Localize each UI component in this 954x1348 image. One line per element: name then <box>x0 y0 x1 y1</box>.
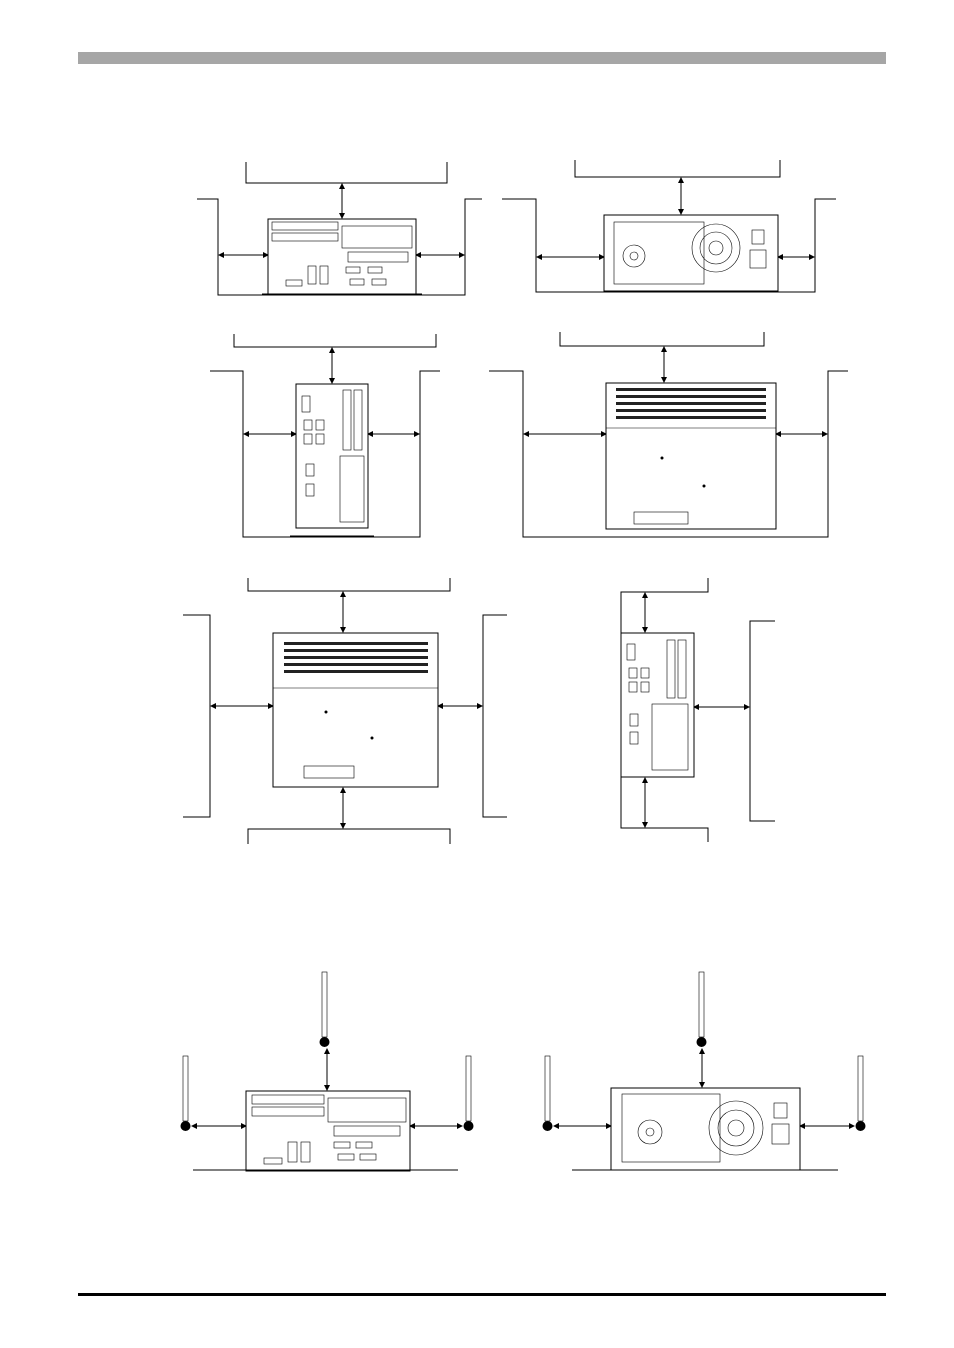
thermometer-icon <box>320 972 330 1047</box>
device-side-view <box>606 383 776 529</box>
figure-clearance-rear-desk <box>502 160 836 292</box>
device-panel-front-view <box>621 633 694 777</box>
device-panel-side-view <box>273 633 438 787</box>
thermometer-icon <box>856 1056 866 1131</box>
thermometer-icon <box>464 1056 474 1131</box>
thermometer-icon <box>697 972 707 1047</box>
figure-clearance-side-panel <box>183 578 507 844</box>
device-rear-view <box>604 215 778 291</box>
thermometer-icon <box>543 1056 553 1131</box>
figure-temperature-rear <box>543 972 866 1170</box>
device-tower-front-view <box>290 384 374 536</box>
figure-clearance-side-wall <box>489 332 848 537</box>
device-rear-view <box>611 1088 800 1170</box>
thermometer-icon <box>181 1056 191 1131</box>
figure-clearance-front-panel <box>621 578 775 842</box>
device-front-view <box>262 219 422 294</box>
figure-clearance-front-tower <box>210 334 440 537</box>
figure-temperature-front <box>181 972 474 1171</box>
figure-clearance-front-desk <box>197 162 482 295</box>
footer-rule <box>78 1293 886 1296</box>
device-front-view <box>246 1091 410 1171</box>
